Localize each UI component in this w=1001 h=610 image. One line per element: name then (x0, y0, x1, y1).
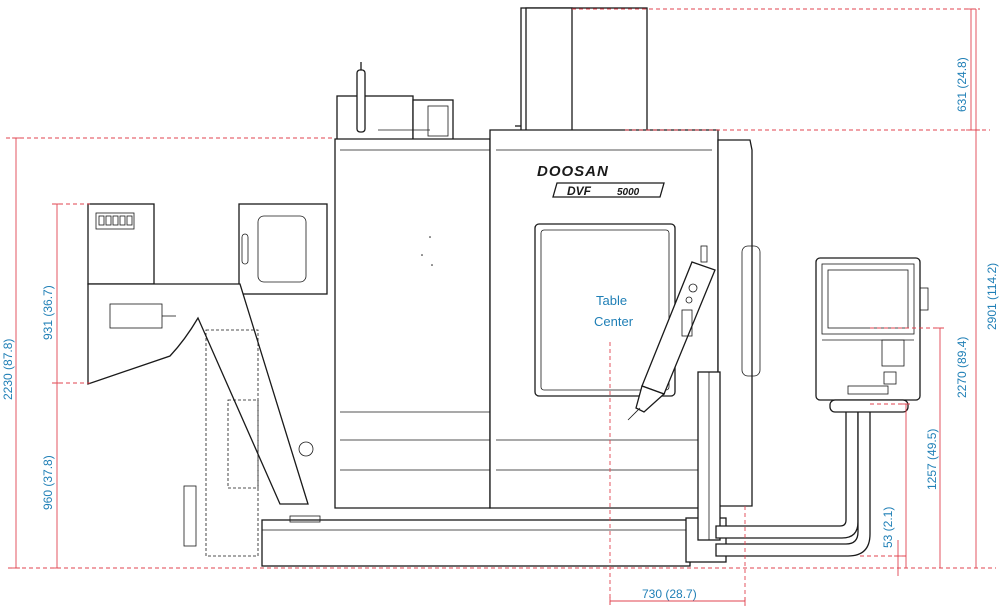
table-center-label-line2: Center (594, 314, 634, 329)
brand-model-prefix: DVF (567, 184, 592, 198)
dim-panel-bottom-height: 1257 (49.5) (925, 429, 939, 490)
brand-badge: DOOSAN DVF 5000 (537, 163, 665, 198)
dim-panel-top-height: 2270 (89.4) (955, 337, 969, 398)
dim-overall-height: 2901 (114.2) (985, 263, 999, 330)
dim-upper-section: 931 (36.7) (41, 285, 55, 340)
dim-machine-height: 2230 (87.8) (1, 339, 15, 400)
dim-base-offset: 53 (2.1) (881, 507, 895, 548)
dim-top-cover-height: 631 (24.8) (955, 57, 969, 112)
brand-model-number: 5000 (617, 187, 640, 198)
table-center-label-line1: Table (596, 293, 627, 308)
dim-table-offset: 730 (28.7) (642, 587, 697, 601)
machine-outline: DOOSAN DVF 5000 (87, 7, 929, 567)
dim-lower-section: 960 (37.8) (41, 455, 55, 510)
operator-panel (815, 257, 929, 413)
dimension-lines (6, 8, 996, 606)
brand-maker: DOOSAN (537, 163, 609, 180)
dimension-labels: 631 (24.8) 2901 (114.2) 2230 (87.8) 931 … (1, 57, 999, 601)
